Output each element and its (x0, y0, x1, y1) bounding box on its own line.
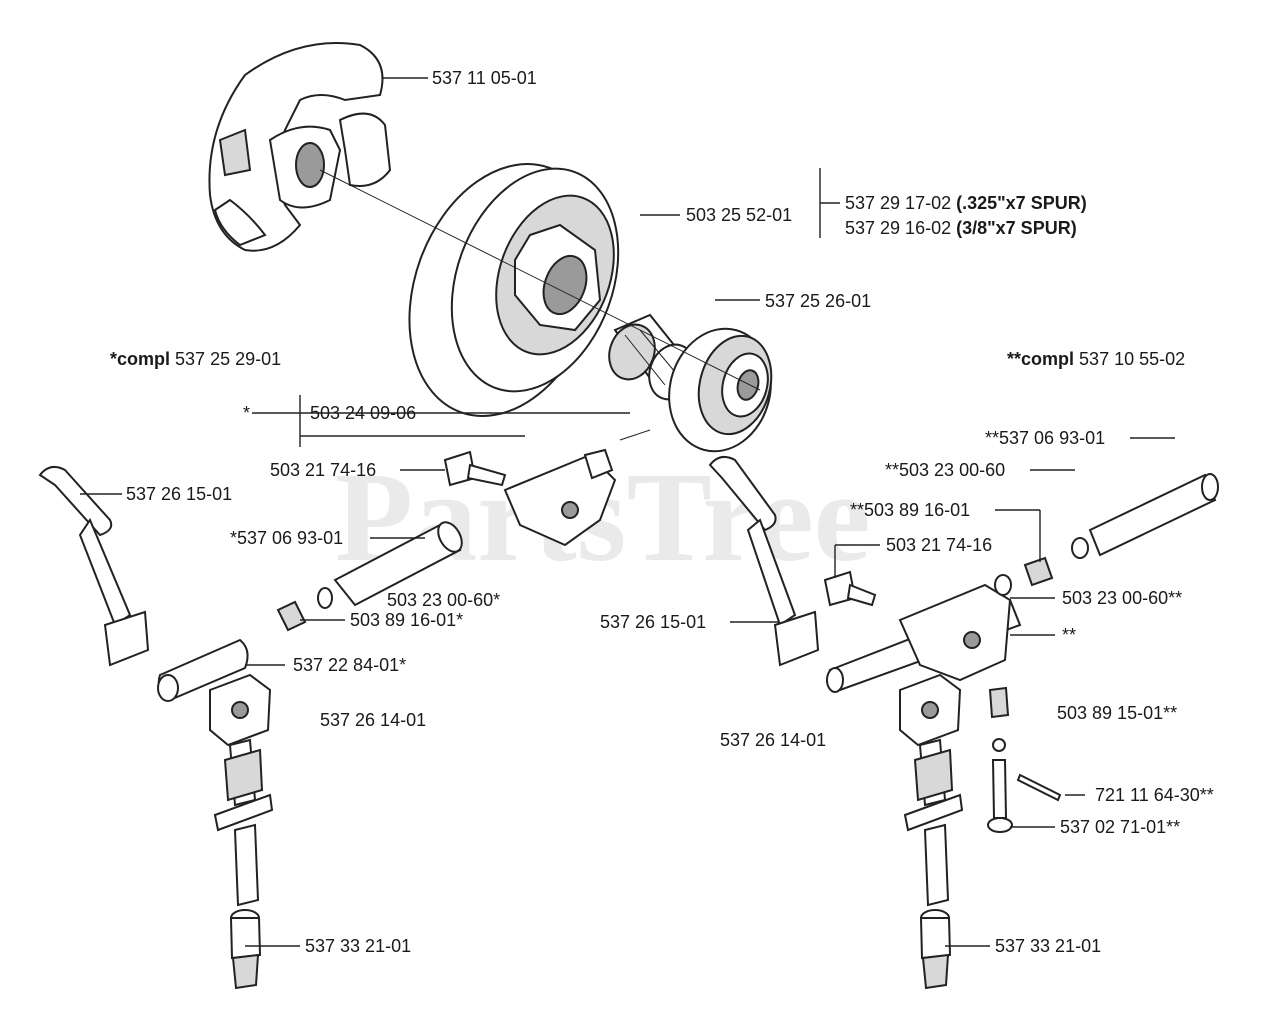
label-left-lever: 537 26 15-01 (126, 484, 232, 504)
label-clutch-shoes: 537 11 05-01 (432, 68, 537, 88)
label-left-shaft: *537 06 93-01 (230, 528, 343, 548)
label-left-screw: 503 21 74-16 (270, 460, 376, 480)
right-stud-assembly (903, 738, 964, 990)
label-right-spring: 503 89 15-01** (1057, 703, 1177, 723)
sprocket (668, 327, 773, 453)
left-sleeve (157, 638, 249, 702)
left-screw (443, 450, 507, 487)
left-stud-assembly (213, 738, 274, 990)
right-pivot-block (899, 673, 962, 747)
label-right-washer: 503 23 00-60** (1062, 588, 1182, 608)
label-right-washer-top: **503 23 00-60 (885, 460, 1005, 480)
label-right-pin: 721 11 64-30** (1095, 785, 1214, 805)
label-right-spring-top: **503 89 16-01 (850, 500, 970, 520)
label-left-pivot: 537 26 14-01 (320, 710, 426, 730)
left-spring (276, 600, 307, 632)
label-right-lever: 537 26 15-01 (600, 612, 706, 632)
label-left-sleeve: 537 22 84-01* (293, 655, 406, 675)
label-right-shaft: **537 06 93-01 (985, 428, 1105, 448)
label-needle-bearing: 503 25 52-01 (686, 205, 792, 225)
left-bracket (503, 429, 651, 547)
right-lever (708, 455, 820, 667)
label-right-stud: 537 33 21-01 (995, 936, 1101, 956)
label-drum-325: 537 29 17-02 (.325"x7 SPUR) (845, 193, 1087, 213)
label-left-asterisk: * (243, 403, 250, 423)
left-pivot-block (209, 673, 272, 747)
label-right-plunger: 537 02 71-01** (1060, 817, 1180, 837)
right-plunger (987, 686, 1062, 833)
left-lever (38, 465, 150, 667)
right-spring-top (994, 537, 1089, 596)
clutch-drum (408, 163, 620, 417)
label-right-pivot: 537 26 14-01 (720, 730, 826, 750)
clutch-shoes (208, 42, 392, 252)
label-compl-right: **compl 537 10 55-02 (1007, 349, 1185, 369)
right-bracket (898, 583, 1012, 682)
label-compl-left: *compl 537 25 29-01 (110, 349, 281, 369)
label-drum-38: 537 29 16-02 (3/8"x7 SPUR) (845, 218, 1077, 238)
label-left-washer: 503 23 00-60* (387, 590, 500, 610)
label-left-spring: 503 89 16-01* (350, 610, 463, 630)
label-right-screw: 503 21 74-16 (886, 535, 992, 555)
leader-lines (80, 77, 1175, 947)
left-shaft (317, 521, 463, 609)
label-left-stud: 537 33 21-01 (305, 936, 411, 956)
right-screw (823, 570, 877, 607)
part-labels: 537 11 05-01 537 29 17-02 (.325"x7 SPUR)… (110, 68, 1214, 956)
label-left-bracket-part: 503 24 09-06 (310, 403, 416, 423)
label-sprocket: 537 25 26-01 (765, 291, 871, 311)
label-right-bracket: ** (1062, 625, 1076, 645)
